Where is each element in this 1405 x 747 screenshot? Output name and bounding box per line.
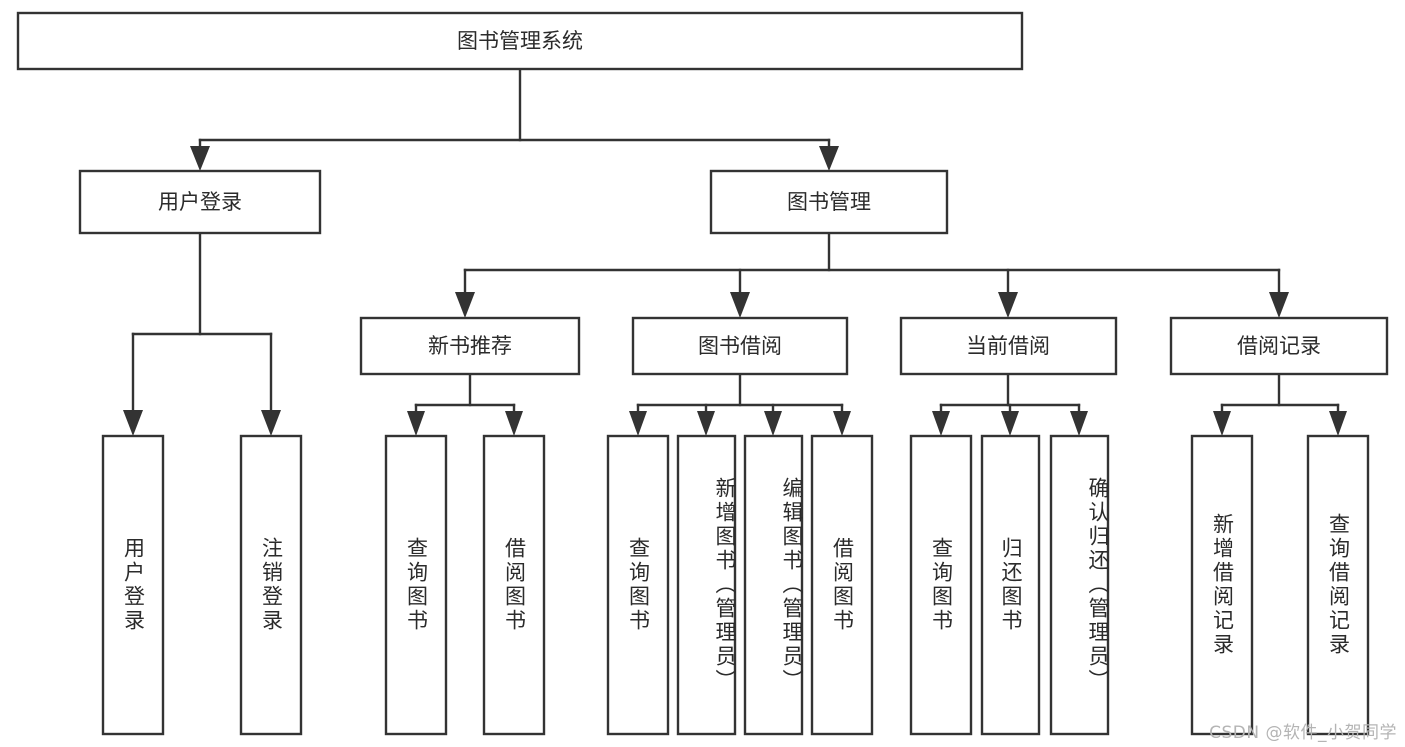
leaf-box-confirm-return-admin[interactable]	[1049, 434, 1110, 736]
node-book-borrow-box[interactable]	[631, 316, 849, 376]
connector-group	[123, 67, 1347, 436]
leaf-box-query-book-current[interactable]	[909, 434, 973, 736]
arrowhead-newbook-c2	[505, 411, 523, 436]
arrowhead-borrow-c3	[764, 411, 782, 436]
arrowhead-user-login	[190, 146, 210, 171]
leaf-box-user-login[interactable]	[101, 434, 165, 736]
node-book-management-label: 图书管理	[787, 190, 871, 214]
leaf-box-query-book-new[interactable]	[384, 434, 448, 736]
leaf-box-add-borrow-record[interactable]	[1190, 434, 1254, 736]
arrowhead-leaf-user-login	[123, 410, 143, 436]
arrowhead-current-c1	[932, 411, 950, 436]
node-root-box[interactable]	[16, 11, 1024, 71]
node-root-label: 图书管理系统	[457, 29, 583, 53]
node-current-borrow-label: 当前借阅	[966, 334, 1050, 358]
arrowhead-borrow-c4	[833, 411, 851, 436]
arrowhead-leaf-logout	[261, 410, 281, 436]
leaf-box-borrow-book[interactable]	[810, 434, 874, 736]
leaf-box-return-book[interactable]	[980, 434, 1041, 736]
node-borrow-records[interactable]: 借阅记录	[1169, 316, 1389, 376]
node-borrow-records-label: 借阅记录	[1237, 334, 1321, 358]
arrowhead-current-c3	[1070, 411, 1088, 436]
node-book-management[interactable]: 图书管理	[709, 169, 949, 235]
leaf-box-add-book-admin[interactable]	[676, 434, 737, 736]
node-user-login-label: 用户登录	[158, 190, 242, 214]
arrowhead-book-mgmt	[819, 146, 839, 171]
arrowhead-records	[1269, 292, 1289, 318]
node-user-login[interactable]: 用户登录	[78, 169, 322, 235]
node-current-borrow-box[interactable]	[899, 316, 1118, 376]
arrowhead-records-c1	[1213, 411, 1231, 436]
arrowhead-newbook-c1	[407, 411, 425, 436]
arrowhead-borrow	[730, 292, 750, 318]
node-borrow-records-box[interactable]	[1169, 316, 1389, 376]
arrowhead-current-borrow	[998, 292, 1018, 318]
arrowhead-newbook	[455, 292, 475, 318]
leaf-box-query-borrow-record[interactable]	[1306, 434, 1370, 736]
arrowhead-records-c2	[1329, 411, 1347, 436]
node-user-login-box[interactable]	[78, 169, 322, 235]
leaf-box-query-book-borrow[interactable]	[606, 434, 670, 736]
node-root-system[interactable]: 图书管理系统	[16, 11, 1024, 71]
leaf-box-borrow-book-new[interactable]	[482, 434, 546, 736]
leaf-box-edit-book-admin[interactable]	[743, 434, 804, 736]
node-new-book-recommend[interactable]: 新书推荐	[359, 316, 581, 376]
arrowhead-current-c2	[1001, 411, 1019, 436]
node-new-book-recommend-box[interactable]	[359, 316, 581, 376]
csdn-watermark: CSDN @软件_小贺同学	[1209, 723, 1397, 743]
node-book-borrow[interactable]: 图书借阅	[631, 316, 849, 376]
node-book-management-box[interactable]	[709, 169, 949, 235]
leaf-box-logout[interactable]	[239, 434, 303, 736]
node-current-borrow[interactable]: 当前借阅	[899, 316, 1118, 376]
node-book-borrow-label: 图书借阅	[698, 334, 782, 358]
arrowhead-borrow-c2	[697, 411, 715, 436]
leaf-box-group	[101, 434, 1370, 736]
arrowhead-borrow-c1	[629, 411, 647, 436]
node-new-book-recommend-label: 新书推荐	[428, 334, 512, 358]
